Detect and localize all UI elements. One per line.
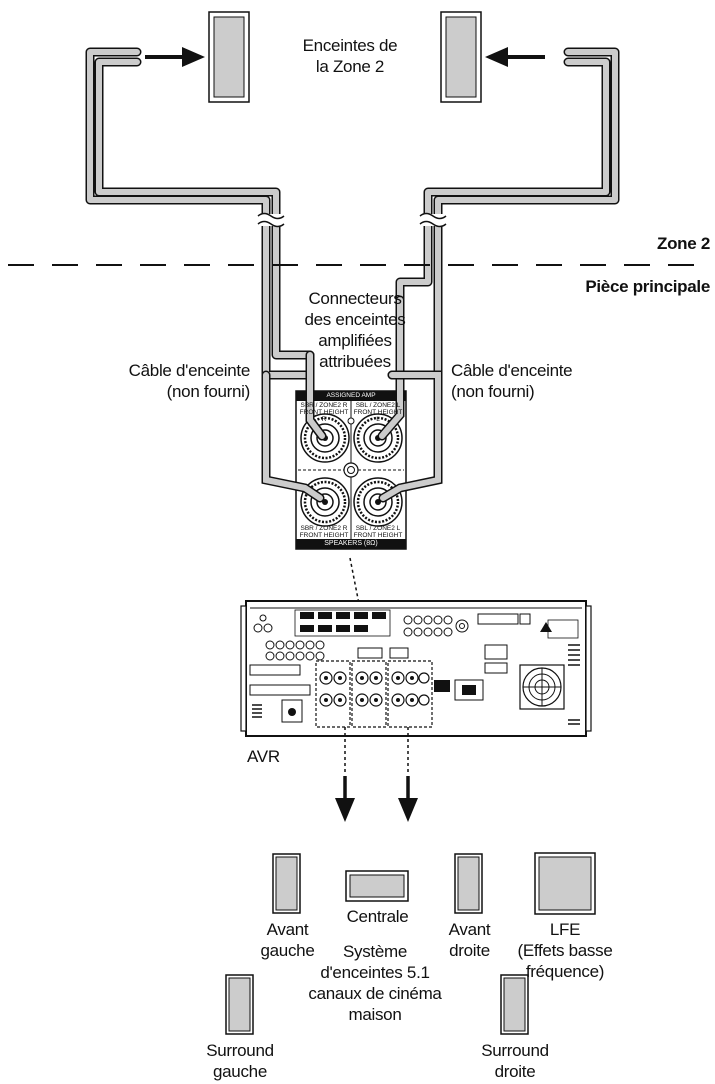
zone2-speaker-left — [208, 11, 250, 103]
speaker-surround-left — [225, 974, 254, 1035]
speaker-front-left — [272, 853, 301, 914]
label-avr: AVR — [247, 747, 280, 766]
avr-rear-panel — [240, 600, 592, 737]
speaker-surround-right — [500, 974, 529, 1035]
label-cable-right: Câble d'enceinte(non fourni) — [451, 361, 573, 401]
panel-footer: SPEAKERS (8Ω) — [324, 540, 378, 547]
cable-ends — [261, 295, 443, 503]
speaker-terminal-bottom-right — [352, 476, 404, 528]
speaker-lfe — [534, 852, 596, 915]
label-zone2: Zone 2 — [657, 234, 710, 253]
arrow-left-icon — [485, 47, 545, 67]
fan-grille — [519, 664, 565, 710]
arrow-down-icon — [335, 776, 355, 822]
label-center: Centrale — [346, 907, 409, 926]
arrow-right-icon — [145, 47, 205, 67]
speaker-front-right — [454, 853, 483, 914]
cable-break-right — [419, 212, 447, 228]
label-cable-left: Câble d'enceinte(non fourni) — [128, 361, 251, 401]
panel-header: ASSIGNED AMP — [326, 392, 376, 399]
label-main-room: Pièce principale — [585, 277, 710, 296]
speaker-center — [345, 870, 409, 902]
cable-break-left — [257, 212, 285, 228]
zone2-speaker-right — [440, 11, 482, 103]
arrow-down-icon — [398, 776, 418, 822]
